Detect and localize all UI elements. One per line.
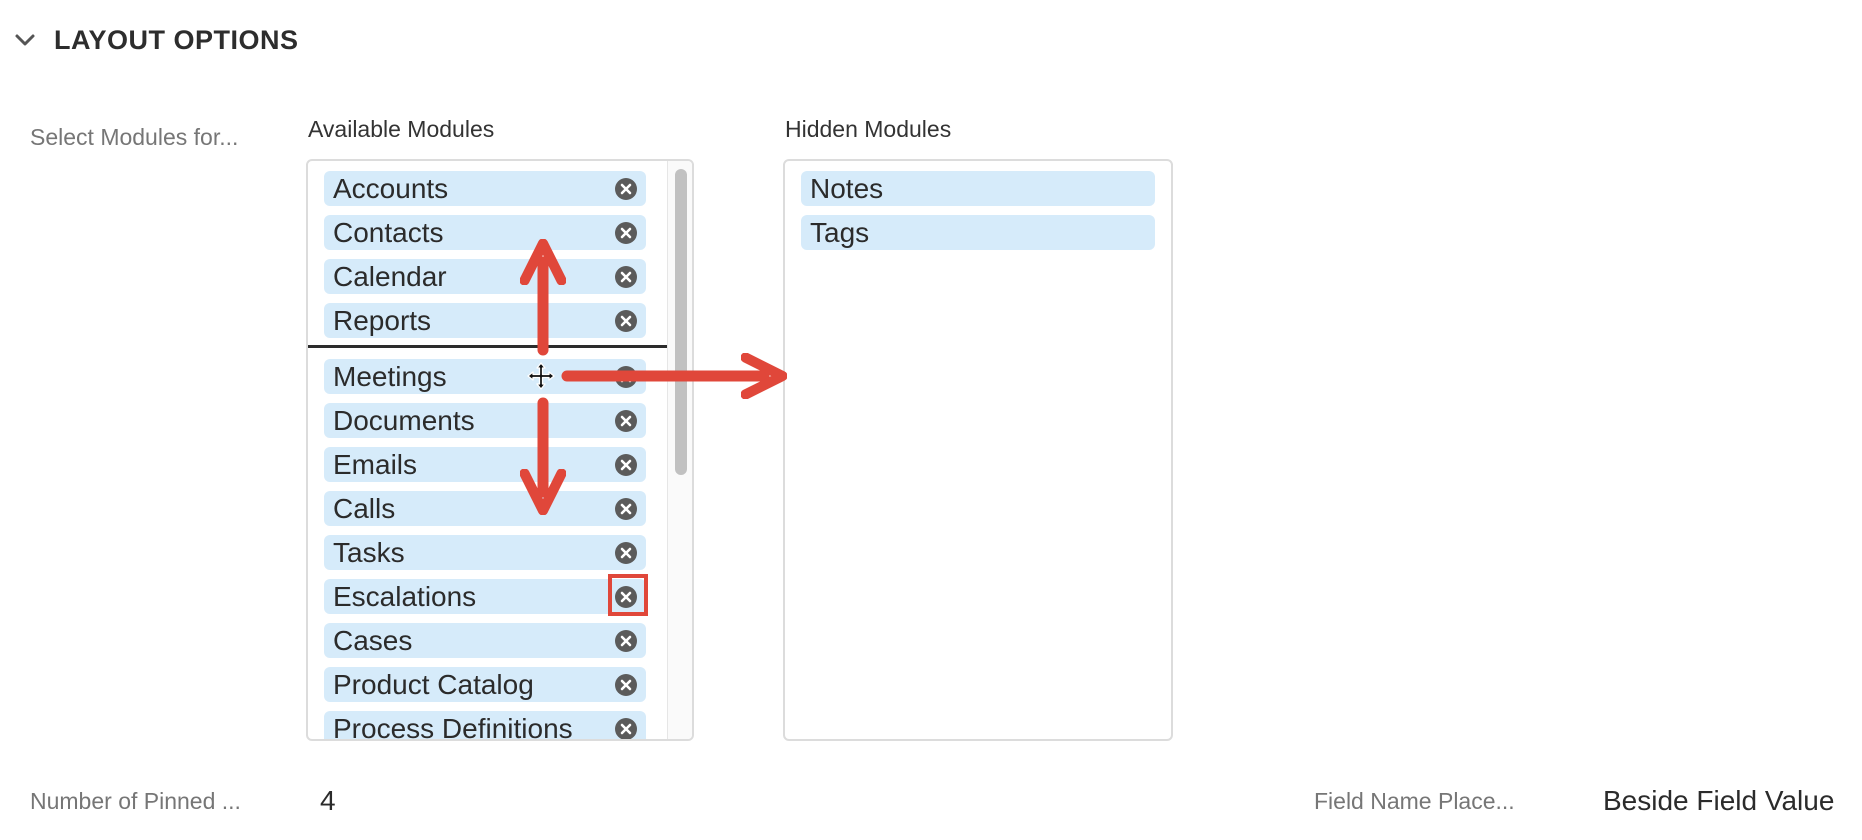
scrollbar-thumb[interactable] (675, 169, 687, 475)
module-label: Escalations (333, 580, 477, 612)
available-module-pill[interactable]: Product Catalog (324, 667, 646, 702)
available-module-pill[interactable]: Tasks (324, 535, 646, 570)
close-circle-icon[interactable] (614, 629, 638, 653)
drop-indicator-divider (308, 345, 668, 348)
module-label: Product Catalog (333, 668, 534, 700)
module-label: Process Definitions (333, 712, 573, 741)
available-module-pill[interactable]: Calendar (324, 259, 646, 294)
available-module-pill[interactable]: Calls (324, 491, 646, 526)
field-name-placement-value[interactable]: Beside Field Value (1603, 785, 1835, 816)
available-module-pill[interactable]: Process Definitions (324, 711, 646, 741)
available-module-pill[interactable]: Meetings (324, 359, 646, 394)
module-label: Calendar (333, 260, 447, 292)
field-name-placement-label: Field Name Place... (1314, 788, 1515, 814)
section-header-layout-options[interactable]: LAYOUT OPTIONS (14, 18, 299, 62)
module-label: Accounts (333, 172, 449, 204)
close-circle-icon[interactable] (614, 673, 638, 697)
close-circle-icon[interactable] (614, 265, 638, 289)
close-circle-icon[interactable] (614, 497, 638, 521)
hidden-module-pill[interactable]: Notes (801, 171, 1155, 206)
close-circle-icon[interactable] (614, 585, 638, 609)
close-circle-icon[interactable] (614, 717, 638, 741)
available-module-pill[interactable]: Contacts (324, 215, 646, 250)
section-title: LAYOUT OPTIONS (54, 24, 299, 55)
chevron-down-icon (14, 29, 36, 51)
module-label: Contacts (333, 216, 444, 248)
hidden-modules-label: Hidden Modules (785, 116, 952, 142)
module-label: Cases (333, 624, 413, 656)
module-label: Tasks (333, 536, 405, 568)
close-circle-icon[interactable] (614, 177, 638, 201)
module-label: Meetings (333, 360, 447, 392)
available-module-pill[interactable]: Emails (324, 447, 646, 482)
module-label: Notes (810, 172, 884, 204)
close-circle-icon[interactable] (614, 409, 638, 433)
module-label: Documents (333, 404, 475, 436)
module-label: Tags (810, 216, 870, 248)
modules-field-label: Select Modules for... (30, 124, 239, 150)
available-module-pill[interactable]: Reports (324, 303, 646, 338)
available-module-pill[interactable]: Documents (324, 403, 646, 438)
available-modules-label: Available Modules (308, 116, 495, 142)
module-label: Reports (333, 304, 432, 336)
available-module-pill[interactable]: Cases (324, 623, 646, 658)
pinned-modules-value[interactable]: 4 (320, 785, 336, 816)
close-circle-icon[interactable] (614, 365, 638, 389)
close-circle-icon[interactable] (614, 541, 638, 565)
available-module-pill[interactable]: Escalations (324, 579, 646, 614)
available-module-pill[interactable]: Accounts (324, 171, 646, 206)
close-circle-icon[interactable] (614, 309, 638, 333)
module-label: Emails (333, 448, 418, 480)
hidden-module-pill[interactable]: Tags (801, 215, 1155, 250)
close-circle-icon[interactable] (614, 453, 638, 477)
module-label: Calls (333, 492, 396, 524)
pinned-modules-label: Number of Pinned ... (30, 788, 241, 814)
close-circle-icon[interactable] (614, 221, 638, 245)
scrollbar-track[interactable] (667, 161, 692, 739)
